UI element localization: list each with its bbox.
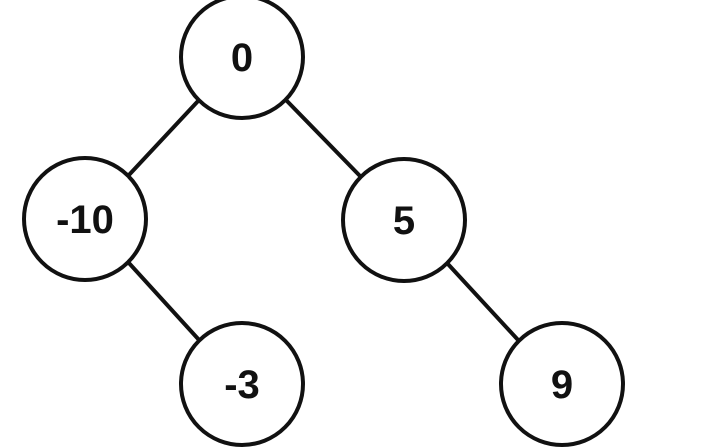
node-label-9: 9	[551, 363, 573, 407]
node-circle-5	[341, 157, 467, 283]
node-label--10: -10	[56, 198, 114, 242]
tree-edge-n0-to-n5	[284, 98, 363, 179]
tree-node-5[interactable]: 5	[341, 157, 467, 283]
tree-edge-n0-to-n-10	[126, 98, 201, 178]
tree-edge-n5-to-n9	[445, 261, 521, 343]
node-circle-9	[499, 321, 625, 447]
node-circle--3	[179, 321, 305, 447]
node-label-5: 5	[393, 199, 415, 243]
tree-node-9[interactable]: 9	[499, 321, 625, 447]
tree-node--10[interactable]: -10	[22, 156, 148, 282]
tree-edge-n-10-to-n-3	[126, 260, 202, 343]
node-circle-0	[179, 0, 305, 120]
node-label-0: 0	[231, 36, 253, 80]
edges-group	[126, 98, 521, 343]
node-label--3: -3	[224, 363, 260, 407]
tree-node-0[interactable]: 0	[179, 0, 305, 120]
nodes-group: 0 -10 5 -3 9	[22, 0, 625, 447]
tree-node--3[interactable]: -3	[179, 321, 305, 447]
node-circle--10	[22, 156, 148, 282]
